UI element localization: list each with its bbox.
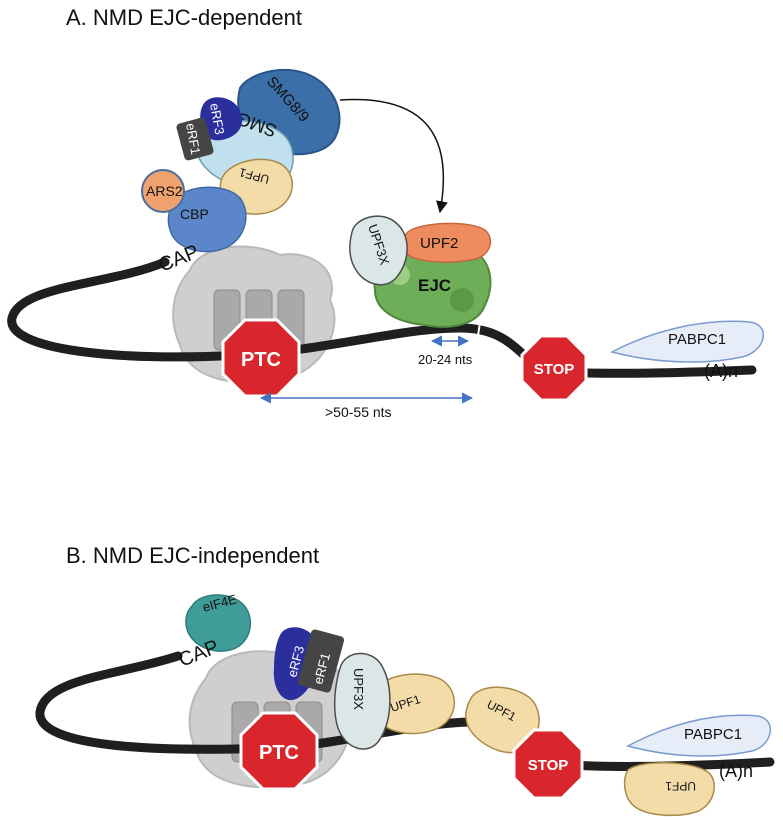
upf1-b3: UPF1 — [623, 762, 715, 817]
upf1-b1: UPF1 — [369, 673, 456, 735]
recruit-arrow — [339, 98, 448, 214]
stop-label-b: STOP — [528, 757, 569, 774]
stop-sign-b: STOP — [512, 728, 584, 800]
stop-label-a: STOP — [534, 361, 575, 378]
polya-label-a: (A)n — [704, 361, 738, 381]
ptc-label-a: PTC — [241, 349, 281, 371]
ptc-label-b: PTC — [259, 742, 299, 764]
upf2-label: UPF2 — [420, 235, 458, 252]
polya-label-b: (A)n — [719, 761, 753, 781]
pabpc1-label-b: PABPC1 — [684, 726, 742, 743]
upf1-label-b3: UPF1 — [665, 779, 696, 793]
pabpc1-shape-b — [625, 714, 772, 757]
dist-long-label: >50-55 nts — [325, 404, 392, 420]
pabpc1-label-a: PABPC1 — [668, 331, 726, 348]
dist-short-label: 20-24 nts — [418, 352, 473, 367]
upf3x-b: UPF3X — [333, 652, 391, 750]
stop-sign-a: STOP — [520, 334, 588, 402]
pabpc1-shape-a — [609, 320, 765, 363]
ptc-sign-a: PTC — [221, 318, 301, 398]
cbp-label: CBP — [180, 206, 209, 222]
upf3x-label-b: UPF3X — [351, 668, 366, 710]
ejc-complex: EJC UPF2 UPF3X — [349, 215, 492, 328]
ars2-label: ARS2 — [146, 183, 183, 199]
erf1-label-a: eRF1 — [183, 122, 203, 156]
ejc-label: EJC — [418, 276, 451, 295]
ptc-sign-b: PTC — [239, 711, 319, 791]
panel-b: B. NMD EJC-independent PABPC1 (A)n UPF1 … — [35, 543, 775, 817]
erf-complex-b: eRF3 eRF1 — [273, 627, 345, 701]
panel-b-title: B. NMD EJC-independent — [66, 543, 319, 568]
erf3-label-a: eRF3 — [207, 102, 227, 136]
panel-a-title: A. NMD EJC-dependent — [66, 5, 302, 30]
eif4e-b: eIF4E — [185, 591, 251, 652]
panel-a: A. NMD EJC-dependent PABPC1 (A)n PTC STO… — [7, 5, 765, 420]
junction-mark — [477, 321, 481, 337]
